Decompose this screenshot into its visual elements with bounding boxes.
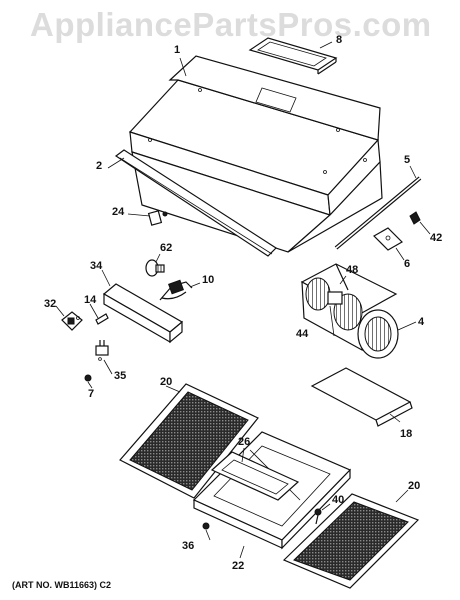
clip-part-42 — [409, 211, 421, 225]
knob-part-7 — [84, 374, 92, 382]
callout-5: 5 — [404, 154, 411, 166]
rod-part-5 — [334, 176, 422, 250]
lamp-bulb-part-62 — [145, 259, 165, 277]
callout-7: 7 — [88, 388, 95, 400]
callout-44: 44 — [296, 328, 309, 340]
callout-36: 36 — [182, 540, 195, 552]
callout-6: 6 — [404, 258, 411, 270]
callout-42: 42 — [430, 232, 443, 244]
watermark-text: AppliancePartsPros.com — [30, 6, 432, 43]
connector-part-24 — [147, 210, 168, 226]
blower-assembly-part-4 — [300, 263, 399, 359]
front-trim-part-2 — [114, 149, 277, 257]
callout-48: 48 — [346, 264, 359, 276]
callout-4: 4 — [418, 316, 425, 328]
switch-part-32 — [61, 311, 83, 331]
filter-right-part-20 — [282, 493, 420, 589]
lamp-socket-part-10 — [159, 279, 193, 301]
callout-8: 8 — [336, 34, 343, 46]
callout-32: 32 — [44, 298, 57, 310]
callout-18: 18 — [400, 428, 413, 440]
connector-part-35 — [95, 340, 109, 361]
wire-rack-part-18 — [310, 367, 413, 427]
hood-body-part-1 — [128, 55, 383, 253]
callout-20-right: 20 — [408, 480, 421, 492]
clip-part-14 — [95, 313, 109, 325]
callout-22: 22 — [232, 560, 245, 572]
fastener-part-36 — [202, 522, 210, 530]
callout-14: 14 — [84, 294, 97, 306]
callout-62: 62 — [160, 242, 173, 254]
art-number: (ART NO. WB11663) C2 — [12, 580, 112, 590]
callout-20-left: 20 — [160, 376, 173, 388]
callout-24: 24 — [112, 206, 125, 218]
callout-35: 35 — [114, 370, 127, 382]
bracket-part-6 — [373, 227, 403, 251]
callout-1: 1 — [174, 44, 181, 56]
leader-lines — [55, 41, 431, 559]
callout-2: 2 — [96, 160, 103, 172]
callout-40: 40 — [332, 494, 345, 506]
callout-26: 26 — [238, 436, 251, 448]
screw-part-40 — [314, 508, 322, 525]
light-cover-part-26 — [210, 451, 300, 501]
damper-plate-part-8 — [248, 37, 338, 75]
callout-34: 34 — [90, 260, 103, 272]
callout-10: 10 — [202, 274, 215, 286]
filter-left-part-20 — [119, 383, 259, 499]
lamp-bracket-part-34 — [102, 283, 184, 344]
